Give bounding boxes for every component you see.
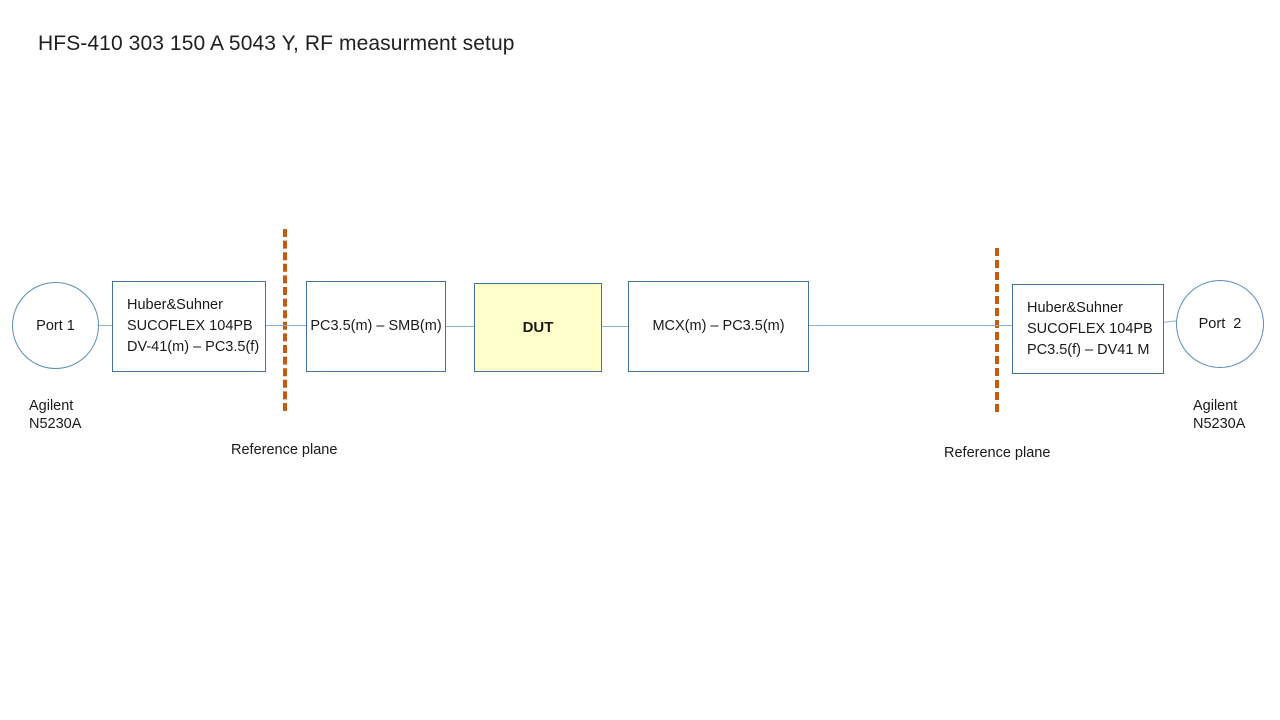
wire-cable-left-to-adapter-in — [265, 325, 308, 326]
reference-plane-line-left — [283, 229, 287, 411]
port-2-label: Port 2 — [1198, 316, 1242, 332]
port-1-instrument-caption: Agilent N5230A — [29, 397, 81, 433]
page-title: HFS-410 303 150 A 5043 Y, RF measurment … — [38, 32, 515, 55]
port-1-label: Port 1 — [36, 317, 75, 334]
cable-left-line-1: Huber&Suhner — [127, 297, 223, 313]
cable-right-line-1: Huber&Suhner — [1027, 299, 1123, 316]
adapter-out-label: MCX(m) – PC3.5(m) — [652, 318, 785, 334]
reference-plane-label-right: Reference plane — [944, 445, 1051, 461]
cable-left-line-2: SUCOFLEX 104PB — [127, 318, 253, 334]
wire-adapter-out-to-cable-right — [808, 325, 1014, 326]
adapter-in-label: PC3.5(m) – SMB(m) — [310, 318, 442, 334]
port-1-instrument-vendor: Agilent — [29, 398, 74, 414]
reference-plane-line-right — [995, 248, 999, 412]
block-cable-right[interactable]: Huber&Suhner SUCOFLEX 104PB PC3.5(f) – D… — [1012, 284, 1164, 374]
wire-adapter-in-to-dut — [445, 326, 476, 327]
port-2-instrument-model: N5230A — [1193, 416, 1246, 432]
port-1-instrument-model: N5230A — [29, 416, 82, 432]
dut-label: DUT — [522, 319, 554, 336]
port-2-node[interactable]: Port 2 — [1176, 280, 1264, 368]
block-adapter-out[interactable]: MCX(m) – PC3.5(m) — [628, 281, 809, 372]
cable-left-line-3: DV-41(m) – PC3.5(f) — [127, 339, 260, 355]
block-adapter-in[interactable]: PC3.5(m) – SMB(m) — [306, 281, 446, 372]
port-2-instrument-caption: Agilent N5230A — [1193, 397, 1245, 433]
block-cable-left[interactable]: Huber&Suhner SUCOFLEX 104PB DV-41(m) – P… — [112, 281, 266, 372]
cable-right-line-2: SUCOFLEX 104PB — [1027, 320, 1153, 337]
port-1-node[interactable]: Port 1 — [12, 282, 99, 369]
block-dut[interactable]: DUT — [474, 283, 602, 372]
cable-right-line-3: PC3.5(f) – DV41 M — [1027, 341, 1150, 358]
port-2-instrument-vendor: Agilent — [1193, 398, 1238, 414]
wire-dut-to-adapter-out — [601, 326, 630, 327]
reference-plane-label-left: Reference plane — [231, 442, 338, 458]
wire-port1-to-cable-left — [97, 325, 114, 326]
